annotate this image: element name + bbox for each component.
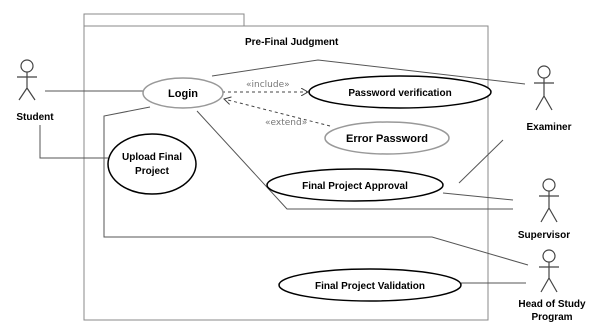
use-case-upload-final-project-shape[interactable] [107,133,197,195]
actor-student[interactable]: Student [16,59,54,123]
actor-examiner-name: Examiner [526,122,571,133]
line-login-examiner [211,59,526,85]
use-case-login[interactable]: Login [142,77,224,109]
stick-figure-icon [534,65,554,111]
include-label: «include» [246,80,290,90]
boundary-tab [83,13,245,27]
use-case-final-project-validation-shape[interactable] [278,268,462,302]
line-student-upload [39,125,108,159]
extend-label: «extend» [265,118,307,128]
dependencies: «include» «extend» [222,80,331,128]
actor-examiner[interactable]: Examiner [526,65,572,133]
use-case-error-password-label: Error Password [346,133,428,145]
line-approval-examiner [458,139,504,184]
use-case-upload-final-project-label-line2: Project [135,166,170,177]
association-lines [39,59,529,284]
use-case-final-project-validation-label: Final Project Validation [315,281,425,292]
actor-supervisor[interactable]: Supervisor [518,178,570,241]
line-login-supervisor [196,110,513,210]
use-case-upload-final-project[interactable]: Upload Final Project [107,133,197,195]
use-case-password-verification-shape[interactable] [308,75,492,109]
actor-head-of-study-program[interactable]: Head of Study Program [518,249,586,323]
stick-figure-icon [17,59,37,101]
use-case-error-password-shape[interactable] [324,121,450,155]
actor-supervisor-name: Supervisor [518,230,570,241]
boundary-frame [83,25,489,321]
use-case-password-verification[interactable]: Password verification [308,75,492,109]
system-boundary: Pre-Final Judgment [83,13,489,321]
boundary-title: Pre-Final Judgment [245,37,339,48]
use-case-final-project-approval[interactable]: Final Project Approval [266,168,444,202]
actor-head-of-study-name-line1: Head of Study [518,299,586,310]
use-case-final-project-validation[interactable]: Final Project Validation [278,268,462,302]
extend-arrow [224,99,331,127]
line-login-head [103,106,529,266]
stick-figure-icon [539,178,559,223]
use-case-login-label: Login [168,88,198,100]
use-case-final-project-approval-label: Final Project Approval [302,181,408,192]
use-case-final-project-approval-shape[interactable] [266,168,444,202]
use-case-error-password[interactable]: Error Password [324,121,450,155]
actor-student-name: Student [16,112,54,123]
use-case-password-verification-label: Password verification [348,88,451,99]
use-case-upload-final-project-label-line1: Upload Final [122,152,182,163]
stick-figure-icon [539,249,559,293]
use-case-login-shape[interactable] [142,77,224,109]
line-approval-supervisor [442,192,514,201]
actor-head-of-study-name-line2: Program [531,312,572,323]
